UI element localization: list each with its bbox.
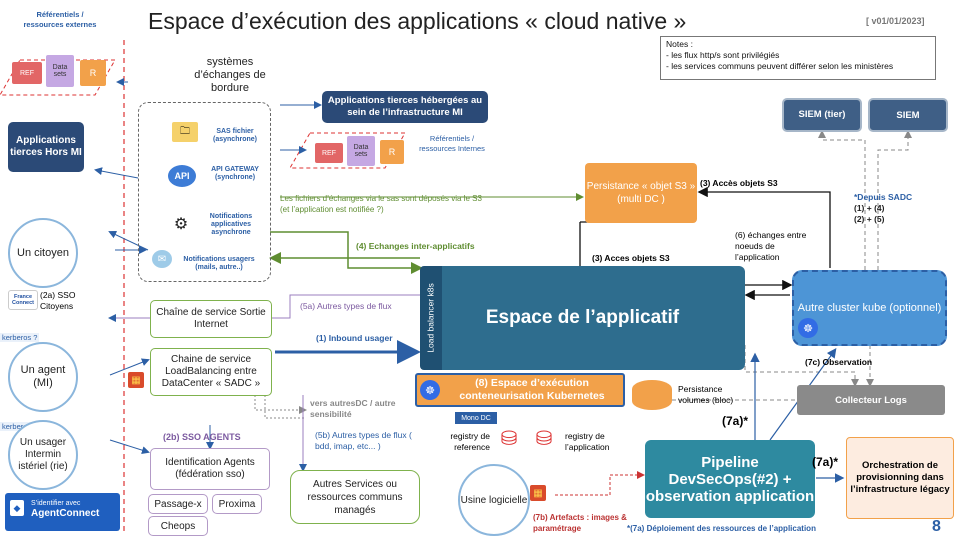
external-refs-label: Référentiels / ressources externes	[23, 10, 97, 29]
agent-circle[interactable]: Un agent (MI)	[8, 342, 78, 412]
proxima-box[interactable]: Proxima	[212, 494, 262, 514]
notifications-usagers-label: Notifications usagers (mails, autre..)	[183, 256, 255, 271]
sas-fichier-label: SAS fichier (asynchrone)	[213, 128, 257, 143]
depuis-sadc-line: (2) + (5)	[854, 214, 885, 224]
access-s3-label: (3) Accès objets S3	[700, 178, 778, 188]
internal-resources-cube-icon: R	[380, 140, 404, 164]
load-balancer-label: Load balancer k8s	[426, 283, 436, 353]
shield-icon: ◆	[10, 500, 24, 516]
version-label: [ v01/01/2023]	[866, 16, 925, 26]
kubernetes-space-box[interactable]: (8) Espace d’exécution conteneurisation …	[415, 373, 625, 407]
notifications-applicatives-label: Notifications applicatives asynchrone	[209, 213, 253, 236]
depuis-sadc-line: (1) + (4)	[854, 203, 885, 213]
flux-5a-label: (5a) Autres types de flux	[300, 301, 392, 311]
chaine-lb-box[interactable]: Chaine de service LoadBalancing entre Da…	[150, 348, 272, 396]
agentconnect-button[interactable]: S’identifier avec AgentConnect	[5, 493, 120, 531]
artefacts-label: (7b) Artefacts : images & paramétrage	[533, 513, 627, 533]
mono-dc-badge: Mono DC	[455, 412, 497, 424]
vers-autres-dc-label: vers autresDC / autre sensibilité	[310, 398, 396, 419]
persistence-s3-box[interactable]: Persistance « objet S3 » (multi DC )	[585, 163, 697, 223]
sso-citoyens-label: (2a) SSO Citoyens	[40, 290, 76, 311]
usine-logicielle-circle[interactable]: Usine logicielle	[458, 464, 530, 536]
volume-cylinder-icon	[632, 380, 672, 410]
green-note: Les fichiers d’échanges via le sas sont …	[280, 194, 482, 214]
flux-5b-label: (5b) Autres types de flux ( bdd, imap, e…	[315, 430, 412, 451]
notes-title: Notes :	[666, 39, 693, 49]
notes-box: Notes : - les flux http/s sont privilégi…	[660, 36, 936, 80]
datasets-icon: Data sets	[46, 55, 74, 87]
firewall-icon: ▦	[128, 372, 144, 388]
notes-line: - les flux http/s sont privilégiés	[666, 50, 780, 60]
deploiement-label: *(7a) Déploiement des ressources de l’ap…	[627, 524, 816, 533]
hosted-apps-box[interactable]: Applications tierces hébergées au sein d…	[322, 91, 488, 123]
registry-ref-label: registry de reference	[450, 431, 490, 452]
mail-icon: ✉	[152, 250, 172, 268]
kubernetes-icon: ☸	[798, 318, 818, 338]
depuis-sadc-title: *Depuis SADC	[854, 192, 913, 202]
resources-cube-icon: R	[80, 60, 106, 86]
external-apps-box[interactable]: Applications tierces Hors MI	[8, 122, 84, 172]
agentconnect-line1: S’identifier avec	[31, 500, 81, 507]
chaine-sortie-box[interactable]: Chaîne de service Sortie Internet	[150, 300, 272, 338]
identification-box[interactable]: Identification Agents (fédération sso)	[150, 448, 270, 490]
ref-icon: REF	[12, 62, 42, 84]
registry-app-label: registry de l’application	[565, 431, 610, 452]
label-7a: (7a)*	[722, 414, 749, 428]
passage-x-box[interactable]: Passage-x	[148, 494, 208, 514]
notification-cluster-icon: ⚙	[173, 216, 189, 233]
france-connect-logo: France Connect	[8, 290, 38, 310]
load-balancer-box[interactable]: Load balancer k8s	[420, 266, 442, 370]
folder-icon: 🗀	[172, 122, 198, 142]
access-s3-label-2: (3) Acces objets S3	[592, 253, 670, 263]
notes-line: - les services communs peuvent différer …	[666, 61, 894, 71]
internal-datasets-icon: Data sets	[347, 136, 375, 166]
registry-database-icon: ⛁	[500, 427, 518, 450]
kerberos-label: kerberos ?	[0, 333, 40, 342]
internal-refs-label: Référentiels / ressources Internes	[419, 134, 485, 153]
exchanges-label: (6) échanges entre noeuds de l’applicati…	[735, 230, 807, 262]
kubernetes-icon: ☸	[420, 380, 440, 400]
pipeline-box[interactable]: Pipeline DevSecOps(#2) + observation app…	[645, 440, 815, 518]
citoyen-circle[interactable]: Un citoyen	[8, 218, 78, 288]
autres-services-box[interactable]: Autres Services ou ressources communs ma…	[290, 470, 420, 524]
api-gateway-label: API GATEWAY (synchrone)	[211, 166, 259, 181]
border-systems-group	[138, 102, 271, 282]
observation-label: (7c) Observation	[805, 357, 873, 367]
autre-cluster-box[interactable]: Autre cluster kube (optionnel)	[792, 270, 947, 346]
persistance-volumes-label: Persistance volumes (bloc)	[678, 384, 734, 405]
api-badge-icon: API	[168, 165, 196, 187]
inbound-label: (1) Inbound usager	[316, 333, 393, 343]
registry-app-database-icon: ⛁	[535, 427, 553, 450]
orchestration-box[interactable]: Orchestration de provisionning dans l’in…	[846, 437, 954, 519]
collecteur-logs-box[interactable]: Collecteur Logs	[797, 385, 945, 415]
sso-agents-label: (2b) SSO AGENTS	[163, 432, 241, 442]
inter-app-label: (4) Echanges inter-applicatifs	[356, 241, 475, 251]
internal-ref-icon: REF	[315, 143, 343, 163]
kerberos-label-2: kerberos ?	[0, 422, 40, 431]
firewall-icon: ▦	[530, 485, 546, 501]
depuis-sadc-note: *Depuis SADC (1) + (4) (2) + (5)	[854, 192, 914, 225]
cheops-box[interactable]: Cheops	[148, 516, 208, 536]
page-title: Espace d’exécution des applications « cl…	[148, 8, 687, 34]
border-systems-title: systèmes d’échanges de bordure	[194, 56, 266, 94]
usager-interministeriel-circle[interactable]: Un usager Intermin istériel (rie)	[8, 420, 78, 490]
espace-applicatif-box[interactable]: Espace de l’applicatif	[420, 266, 745, 370]
page-number: 8	[932, 518, 941, 535]
label-7a-2: (7a)*	[812, 455, 839, 469]
siem-tier-box[interactable]: SIEM (tier)	[782, 98, 862, 132]
agentconnect-line2: AgentConnect	[31, 508, 100, 519]
siem-box[interactable]: SIEM	[868, 98, 948, 132]
